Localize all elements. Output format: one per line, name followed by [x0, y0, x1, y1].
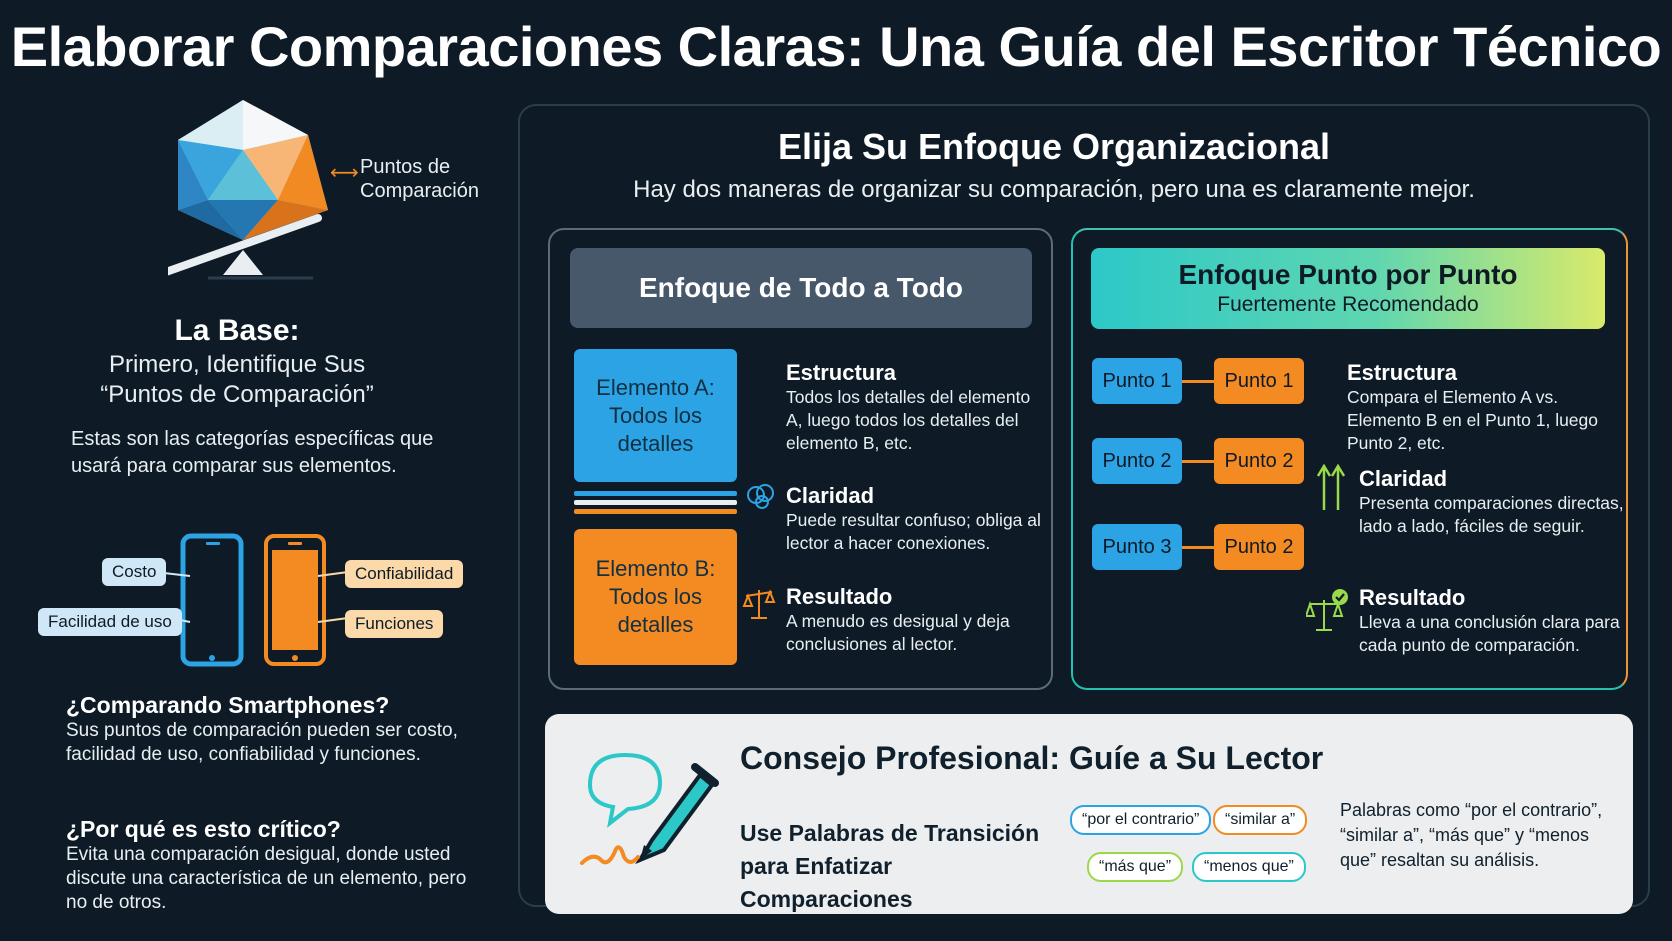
transition-pill-similar: “similar a”	[1213, 805, 1308, 835]
double-arrow-icon: ⟷	[330, 162, 359, 184]
critical-section: ¿Por qué es esto crítico? Evita una comp…	[66, 816, 486, 915]
point-row-2-left: Punto 2	[1092, 438, 1182, 484]
critical-title: ¿Por qué es esto crítico?	[66, 816, 341, 842]
points-of-comparison-label: Puntos de Comparación	[360, 156, 479, 202]
base-description: Estas son las categorías específicas que…	[71, 428, 434, 477]
point-by-point-subtitle: Fuertemente Recomendado	[1217, 293, 1479, 316]
point-row-3-right: Punto 2	[1214, 524, 1304, 570]
whole-to-whole-panel	[548, 228, 1053, 690]
balanced-scale-check-icon	[1304, 588, 1350, 643]
point-row-2-connector	[1182, 460, 1214, 463]
gem-balance-illustration	[162, 100, 358, 300]
brain-icon	[745, 481, 777, 520]
point-by-point-heading: Enfoque Punto por Punto Fuertemente Reco…	[1091, 248, 1605, 329]
whole-structure-title: Estructura	[786, 360, 897, 385]
smartphones-illustration: Costo Facilidad de uso Confiabilidad Fun…	[30, 530, 470, 670]
element-a-block: Elemento A: Todos los detalles	[574, 349, 737, 482]
reliability-label: Confiabilidad	[345, 560, 464, 588]
base-title: La Base:	[174, 314, 300, 347]
whole-result-title: Resultado	[786, 584, 893, 609]
whole-result-text: A menudo es desigual y deja conclusiones…	[786, 611, 1010, 654]
point-result-text: Lleva a una conclusión clara para cada p…	[1359, 612, 1620, 655]
stripe-orange	[574, 509, 737, 514]
base-subtitle: Primero, Identifique Sus “Puntos de Comp…	[0, 350, 474, 410]
base-subtitle-line-1: Primero, Identifique Sus	[108, 351, 366, 378]
whole-clarity-text: Puede resultar confuso; obliga al lector…	[786, 510, 1041, 553]
tip-subtitle: Use Palabras de Transición para Enfatiza…	[740, 820, 1040, 912]
tip-text: Palabras como “por el contrario”, “simil…	[1340, 800, 1603, 870]
transition-pill-less: “menos que”	[1192, 852, 1306, 882]
gem-icon	[162, 100, 328, 280]
features-label: Funciones	[345, 610, 444, 638]
point-row-1-left: Punto 1	[1092, 358, 1182, 404]
whole-result: Resultado A menudo es desigual y deja co…	[786, 584, 1046, 656]
whole-structure: Estructura Todos los detalles del elemen…	[786, 360, 1046, 455]
critical-text: Evita una comparación desigual, donde us…	[66, 844, 467, 913]
stripe-white	[574, 500, 737, 505]
point-row-1-right: Punto 1	[1214, 358, 1304, 404]
point-clarity-text: Presenta comparaciones directas, lado a …	[1359, 493, 1624, 536]
smartphones-text: Sus puntos de comparación pueden ser cos…	[66, 720, 458, 765]
org-title: Elija Su Enfoque Organizacional	[777, 126, 1331, 167]
page-title: Elaborar Comparaciones Claras: Una Guía …	[10, 15, 1662, 78]
tip-title: Consejo Profesional: Guíe a Su Lector	[740, 740, 1324, 776]
point-clarity: Claridad Presenta comparaciones directas…	[1359, 466, 1624, 538]
point-structure-text: Compara el Elemento A vs. Elemento B en …	[1347, 387, 1599, 453]
point-by-point-title: Enfoque Punto por Punto	[1178, 259, 1518, 290]
point-row-3-connector	[1182, 546, 1214, 549]
point-result: Resultado Lleva a una conclusión clara p…	[1359, 585, 1624, 657]
ease-of-use-label: Facilidad de uso	[38, 608, 182, 636]
point-row-3-left: Punto 3	[1092, 524, 1182, 570]
whole-clarity: Claridad Puede resultar confuso; obliga …	[786, 483, 1046, 555]
transition-pill-contrary: “por el contrario”	[1070, 805, 1212, 835]
point-structure-title: Estructura	[1347, 360, 1458, 385]
point-row-1-connector	[1182, 380, 1214, 383]
whole-structure-text: Todos los detalles del elemento A, luego…	[786, 387, 1031, 453]
speech-pen-icon	[580, 745, 720, 880]
point-clarity-title: Claridad	[1359, 466, 1448, 491]
cost-label: Costo	[102, 558, 167, 586]
smartphones-icon	[154, 533, 349, 667]
smartphones-title: ¿Comparando Smartphones?	[66, 692, 390, 718]
whole-to-whole-heading: Enfoque de Todo a Todo	[570, 248, 1032, 328]
base-subtitle-line-2: “Puntos de Comparación”	[100, 381, 374, 408]
stripe-blue	[574, 491, 737, 496]
smartphones-section: ¿Comparando Smartphones? Sus puntos de c…	[66, 692, 466, 767]
parallel-arrows-icon	[1316, 462, 1346, 521]
org-subtitle: Hay dos maneras de organizar su comparac…	[633, 176, 1475, 203]
point-row-2-right: Punto 2	[1214, 438, 1304, 484]
point-by-point-panel	[1071, 228, 1628, 690]
point-result-title: Resultado	[1359, 585, 1466, 610]
point-structure: Estructura Compara el Elemento A vs. Ele…	[1347, 360, 1627, 455]
transition-pill-more: “más que”	[1087, 852, 1184, 882]
element-b-block: Elemento B: Todos los detalles	[574, 529, 737, 665]
unbalanced-scale-icon	[742, 586, 776, 629]
whole-clarity-title: Claridad	[786, 483, 875, 508]
